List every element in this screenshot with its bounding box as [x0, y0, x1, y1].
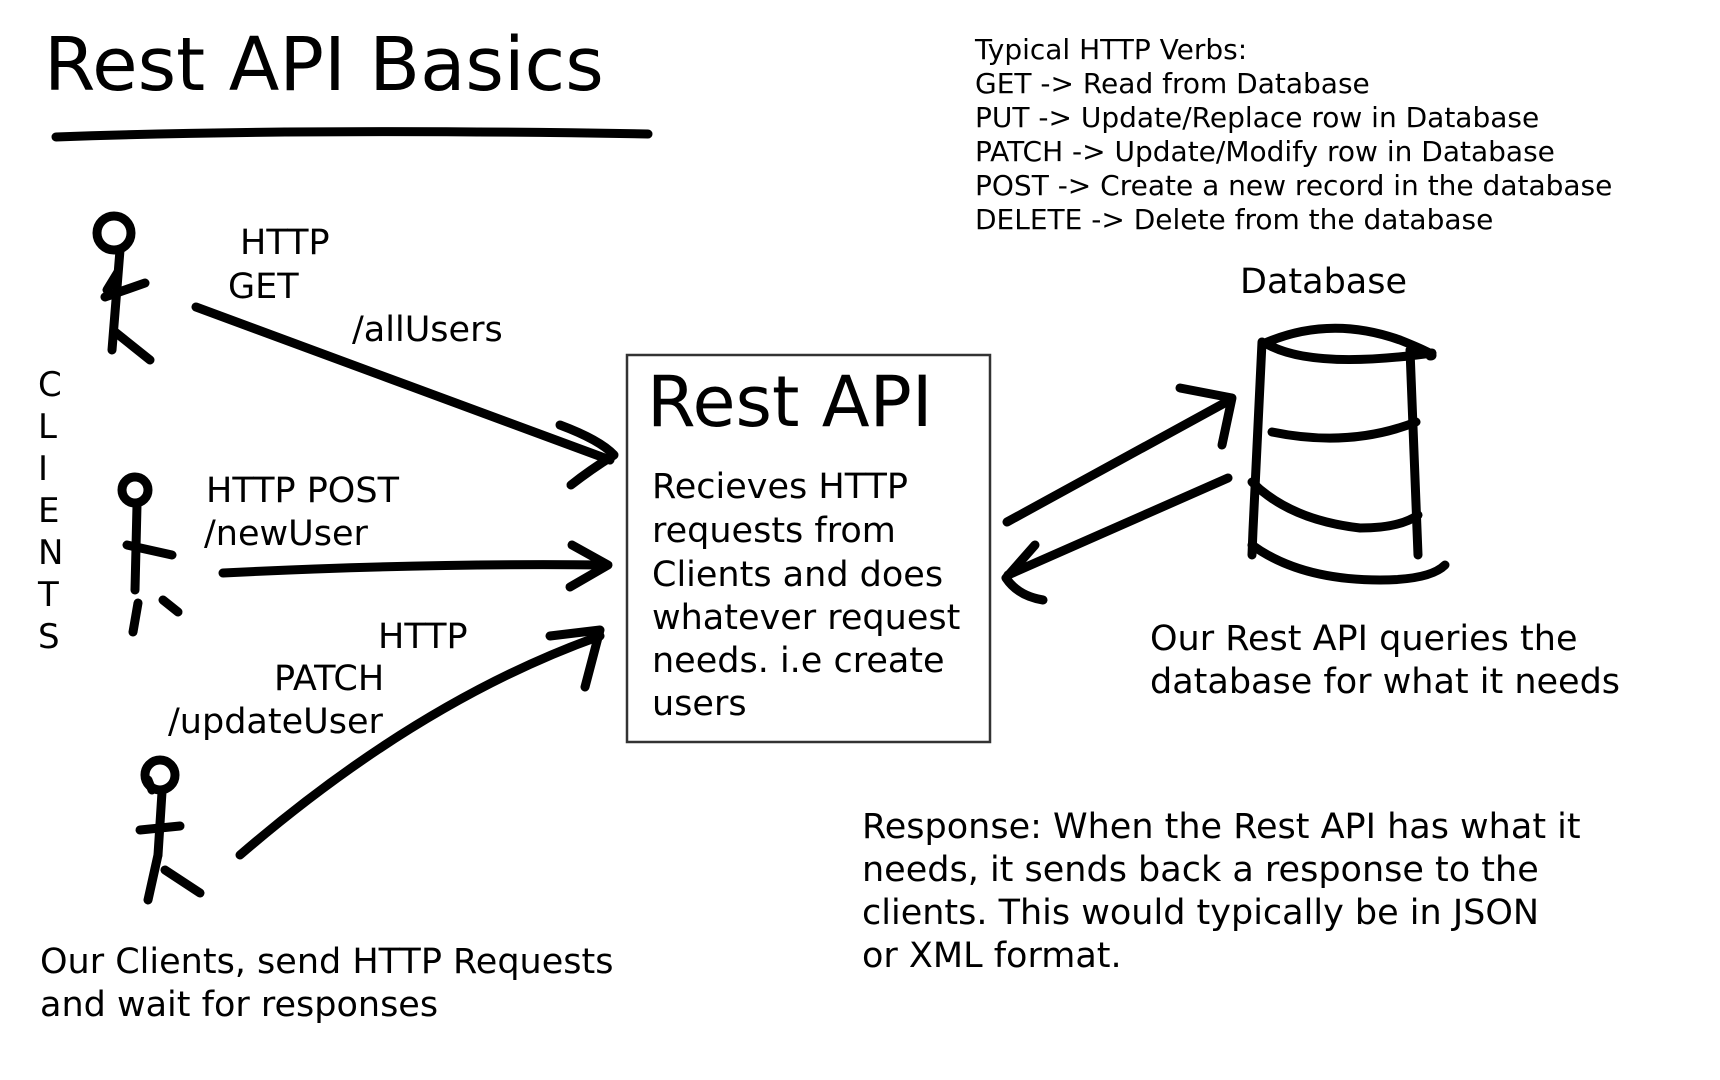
response-note-line: Response: When the Rest API has what it — [862, 807, 1581, 847]
rest-api-box — [625, 353, 992, 744]
database-label: Database — [1240, 262, 1408, 302]
clients-letter: I — [38, 449, 49, 489]
verbs-heading: Typical HTTP Verbs: — [975, 33, 1248, 66]
client-figure-3 — [135, 755, 205, 905]
rest-api-desc-line: needs. i.e create — [652, 641, 945, 681]
response-note-line: needs, it sends back a response to the — [862, 850, 1539, 890]
response-note-line: or XML format. — [862, 936, 1122, 976]
client-figure-2 — [117, 472, 183, 637]
page-title: Rest API Basics — [44, 22, 604, 108]
verb-get: GET -> Read from Database — [975, 67, 1370, 100]
client-figure-1 — [92, 211, 155, 365]
arrow-get — [191, 302, 619, 490]
clients-letter: N — [38, 533, 64, 573]
arrow-api-to-db — [1002, 383, 1237, 527]
patch-label-verb: PATCH — [274, 659, 385, 699]
arrow-db-to-api — [1001, 473, 1233, 605]
rest-api-title: Rest API — [647, 361, 933, 443]
get-label-verb: GET — [228, 267, 299, 307]
database-cylinder — [1247, 323, 1450, 585]
rest-api-desc-line: Clients and does — [652, 555, 944, 595]
database-caption-line: Our Rest API queries the — [1150, 619, 1578, 659]
clients-caption-line: Our Clients, send HTTP Requests — [40, 942, 614, 982]
title-underline — [51, 127, 653, 142]
post-label-path: /newUser — [204, 514, 368, 554]
rest-api-desc-line: requests from — [652, 511, 896, 551]
patch-label-http: HTTP — [378, 617, 468, 657]
rest-api-desc-line: users — [652, 684, 747, 724]
clients-letter: C — [38, 365, 62, 405]
clients-letter: S — [38, 617, 60, 657]
arrow-patch — [235, 625, 605, 860]
verb-put: PUT -> Update/Replace row in Database — [975, 101, 1540, 134]
clients-letter: L — [38, 407, 57, 447]
rest-api-desc-line: whatever request — [652, 598, 961, 638]
post-label-verb: HTTP POST — [206, 471, 399, 511]
arrow-post — [218, 540, 613, 592]
database-caption-line: database for what it needs — [1150, 662, 1621, 702]
clients-letter: E — [38, 491, 60, 531]
clients-letter: T — [38, 575, 59, 615]
verb-delete: DELETE -> Delete from the database — [975, 203, 1494, 236]
patch-label-path: /updateUser — [168, 702, 383, 742]
verb-patch: PATCH -> Update/Modify row in Database — [975, 135, 1555, 168]
get-label-http: HTTP — [240, 223, 330, 263]
verb-post: POST -> Create a new record in the datab… — [975, 169, 1613, 202]
clients-caption-line: and wait for responses — [40, 985, 439, 1025]
rest-api-desc-line: Recieves HTTP — [652, 467, 908, 507]
get-label-path: /allUsers — [352, 310, 503, 350]
response-note-line: clients. This would typically be in JSON — [862, 893, 1540, 933]
